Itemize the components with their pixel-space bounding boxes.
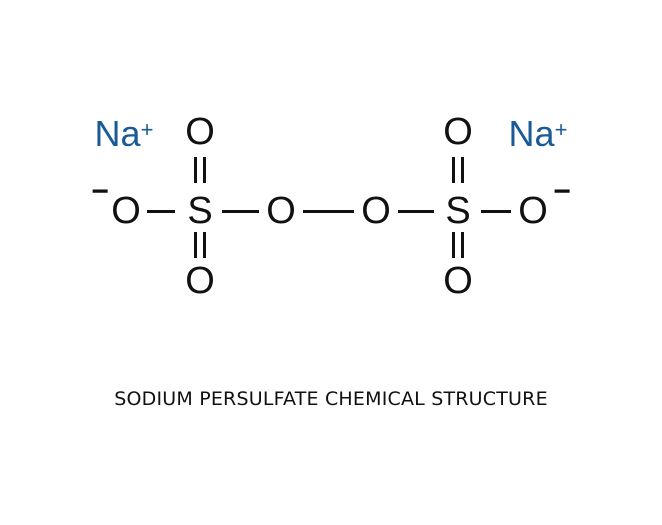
oxygen-terminal-left: O xyxy=(111,190,141,232)
bond-double-bottom-right-b xyxy=(461,232,464,258)
bond-double-top-left-a xyxy=(194,157,197,183)
bond-double-top-right-b xyxy=(461,157,464,183)
bond-s-obridge-left xyxy=(222,210,259,213)
oxygen-bridge-left: O xyxy=(266,190,296,232)
bond-obridge-s-right xyxy=(398,210,434,213)
sodium-ion-left: Na+ xyxy=(95,116,154,152)
bond-double-bottom-left-a xyxy=(194,232,197,258)
sodium-symbol-right: Na xyxy=(508,113,555,154)
oxygen-top-right: O xyxy=(443,111,473,153)
oxygen-terminal-right: O xyxy=(518,190,548,232)
bond-oterm-s-left xyxy=(147,210,175,213)
negative-charge-left: − xyxy=(91,175,109,208)
negative-charge-right: − xyxy=(553,175,571,208)
oxygen-bridge-right: O xyxy=(361,190,391,232)
oxygen-top-left: O xyxy=(185,111,215,153)
sodium-symbol-left: Na xyxy=(94,113,141,154)
sodium-charge-left: + xyxy=(140,117,154,142)
bond-double-bottom-left-b xyxy=(203,232,206,258)
sulfur-right: S xyxy=(445,190,471,232)
sodium-charge-right: + xyxy=(554,117,568,142)
bond-double-top-right-a xyxy=(452,157,455,183)
sulfur-left: S xyxy=(187,190,213,232)
bond-double-top-left-b xyxy=(203,157,206,183)
bond-s-oterm-right xyxy=(481,210,511,213)
bond-o-o-peroxide xyxy=(303,210,354,213)
diagram-caption: SODIUM PERSULFATE CHEMICAL STRUCTURE xyxy=(114,388,548,410)
bond-double-bottom-right-a xyxy=(452,232,455,258)
sodium-ion-right: Na+ xyxy=(509,116,568,152)
oxygen-bottom-left: O xyxy=(185,260,215,302)
oxygen-bottom-right: O xyxy=(443,260,473,302)
